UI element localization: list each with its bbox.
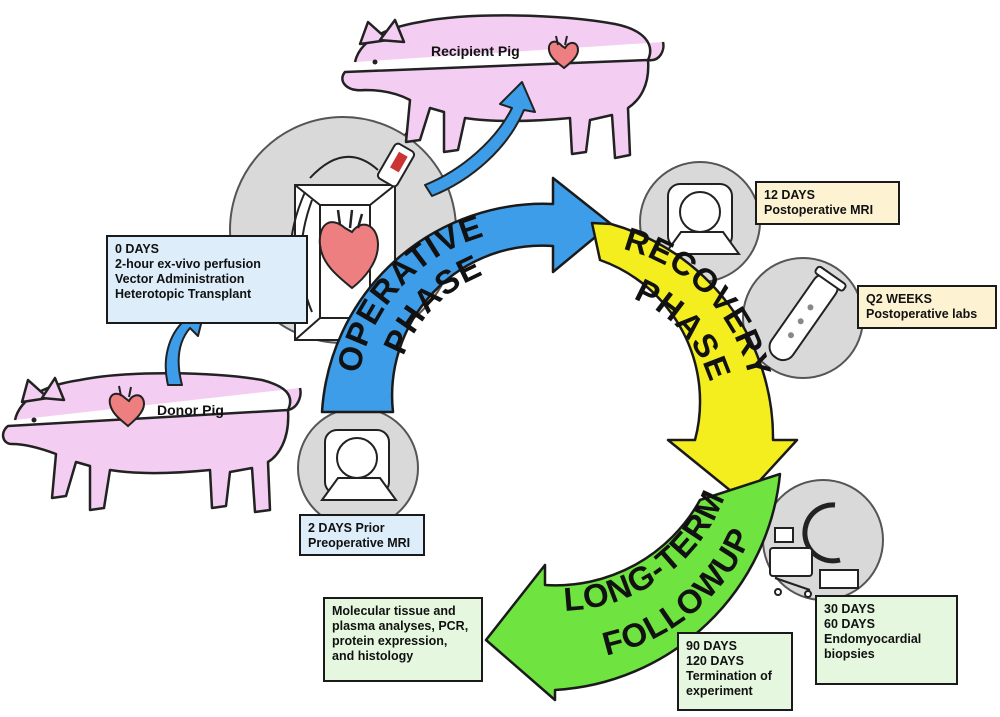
- mri-scanner-icon: [663, 183, 741, 255]
- day12-line-2: Postoperative MRI: [764, 203, 874, 217]
- recipient-pig-label: Recipient Pig: [431, 43, 520, 59]
- postop-mri-box: 12 DAYS Postoperative MRI: [755, 181, 900, 225]
- day12-line-1: 12 DAYS: [764, 188, 815, 202]
- mri-scanner-icon: [320, 429, 398, 501]
- recipient-heart-icon: [547, 35, 580, 70]
- transplant-to-recipient-arrow: [424, 81, 536, 197]
- q2weeks-line-2: Postoperative labs: [866, 307, 978, 321]
- day0-line-1: 0 DAYS: [115, 242, 160, 256]
- analyses-line-1: Molecular tissue and: [332, 604, 456, 618]
- labs-circle: [742, 257, 864, 379]
- termination-line-1: 90 DAYS: [686, 639, 737, 653]
- biopsies-line-3: Endomyocardial: [824, 632, 922, 646]
- termination-line-4: experiment: [686, 684, 753, 698]
- biopsies-line-1: 30 DAYS: [824, 602, 875, 616]
- day0-line-3: Vector Administration: [115, 272, 245, 286]
- biopsy-circle: [762, 479, 884, 601]
- analyses-line-3: protein expression,: [332, 634, 448, 648]
- q2weeks-line-1: Q2 WEEKS: [866, 292, 932, 306]
- longterm-phase-arrow: [484, 472, 782, 702]
- test-tube-icon: [768, 265, 847, 362]
- preop-mri-box: 2 DAYS Prior Preoperative MRI: [299, 514, 425, 556]
- termination-box: 90 DAYS 120 DAYS Termination of experime…: [677, 632, 793, 711]
- biopsies-line-4: biopsies: [824, 647, 875, 661]
- analyses-line-4: and histology: [332, 649, 414, 663]
- day0-line-4: Heterotopic Transplant: [115, 287, 252, 301]
- mri-preop-circle: [297, 407, 419, 529]
- preop-line-1: 2 DAYS Prior: [308, 521, 385, 535]
- donor-pig-illustration: [1, 372, 302, 514]
- c-arm-icon: [769, 502, 859, 598]
- analyses-box: Molecular tissue and plasma analyses, PC…: [323, 597, 483, 682]
- day0-line-2: 2-hour ex-vivo perfusion: [115, 257, 261, 271]
- recipient-pig-illustration: [341, 14, 665, 160]
- heart-large-icon: [318, 209, 380, 290]
- termination-line-2: 120 DAYS: [686, 654, 744, 668]
- biopsies-box: 30 DAYS 60 DAYS Endomyocardial biopsies: [815, 595, 958, 685]
- postop-labs-box: Q2 WEEKS Postoperative labs: [857, 285, 997, 329]
- donor-pig-label: Donor Pig: [157, 402, 224, 418]
- biopsies-line-2: 60 DAYS: [824, 617, 875, 631]
- donor-heart-icon: [108, 385, 146, 428]
- termination-line-3: Termination of: [686, 669, 772, 683]
- day0-box: 0 DAYS 2-hour ex-vivo perfusion Vector A…: [106, 235, 308, 324]
- analyses-line-2: plasma analyses, PCR,: [332, 619, 469, 633]
- operative-phase-arrow: [320, 176, 613, 414]
- recovery-phase-arrow: [590, 221, 799, 502]
- preop-line-2: Preoperative MRI: [308, 536, 411, 550]
